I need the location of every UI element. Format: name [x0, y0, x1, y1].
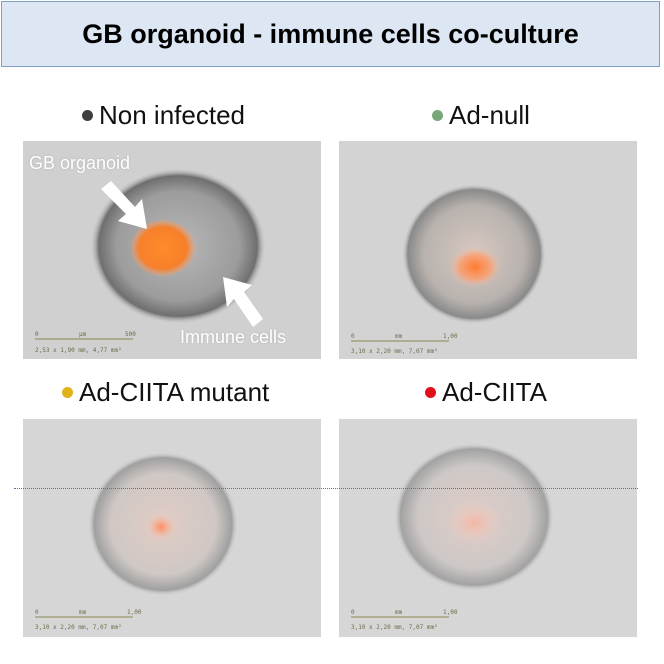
scale-start: 0 [35, 609, 39, 616]
panel-label-ad-ciita: Ad-CIITA [425, 377, 547, 408]
dot-icon-ad-null [432, 110, 443, 121]
micrograph-image [339, 419, 637, 637]
panel-label-non-infected: Non infected [82, 100, 245, 131]
scale-end: 1,00 [443, 333, 458, 340]
scale-end: 1,00 [443, 609, 458, 616]
scale-unit: mm [79, 609, 87, 616]
micrograph-image [23, 419, 321, 637]
panel-label-text: Non infected [99, 100, 245, 130]
scale-unit: mm [395, 333, 403, 340]
panel-label-text: Ad-CIITA mutant [79, 377, 270, 407]
dot-icon-ad-ciita [425, 387, 436, 398]
scale-start: 0 [351, 609, 355, 616]
scale-unit: mm [395, 609, 403, 616]
panel-label-text: Ad-null [449, 100, 530, 130]
micrograph-image [339, 141, 637, 359]
dot-icon-ad-ciita-mutant [62, 387, 73, 398]
scale-info: 3,10 x 2,20 mm, 7,07 mm² [351, 348, 438, 355]
scale-end: 1,00 [127, 609, 142, 616]
micrograph-ad-null: 0 mm 1,00 3,10 x 2,20 mm, 7,07 mm² [339, 141, 637, 359]
scale-unit: µm [79, 331, 87, 338]
panel-label-ad-ciita-mutant: Ad-CIITA mutant [62, 377, 269, 408]
arrow-icon-organoid [101, 181, 147, 229]
micrograph-ad-ciita-mutant: 0 mm 1,00 3,10 x 2,20 mm, 7,07 mm² [23, 419, 321, 637]
scale-start: 0 [351, 333, 355, 340]
dot-icon-non-infected [82, 110, 93, 121]
figure-title-box: GB organoid - immune cells co-culture [1, 1, 660, 67]
micrograph-ad-ciita: 0 mm 1,00 3,10 x 2,20 mm, 7,07 mm² [339, 419, 637, 637]
micrograph-non-infected: GB organoid Immune cells 0 µm 500 2,53 x… [23, 141, 321, 359]
scale-info: 3,10 x 2,20 mm, 7,07 mm² [35, 624, 122, 631]
scale-start: 0 [35, 331, 39, 338]
annotation-gb-organoid: GB organoid [29, 153, 131, 173]
annotation-arrows [101, 181, 263, 327]
scale-info: 3,10 x 2,20 mm, 7,07 mm² [351, 624, 438, 631]
panel-label-ad-null: Ad-null [432, 100, 530, 131]
panel-label-text: Ad-CIITA [442, 377, 547, 407]
arrow-icon-immune [223, 277, 263, 327]
guide-line [14, 488, 638, 489]
scale-end: 500 [125, 331, 136, 338]
annotation-immune-cells: Immune cells [180, 327, 287, 347]
scale-info: 2,53 x 1,90 mm, 4,77 mm² [35, 347, 122, 354]
figure-title: GB organoid - immune cells co-culture [82, 18, 579, 49]
